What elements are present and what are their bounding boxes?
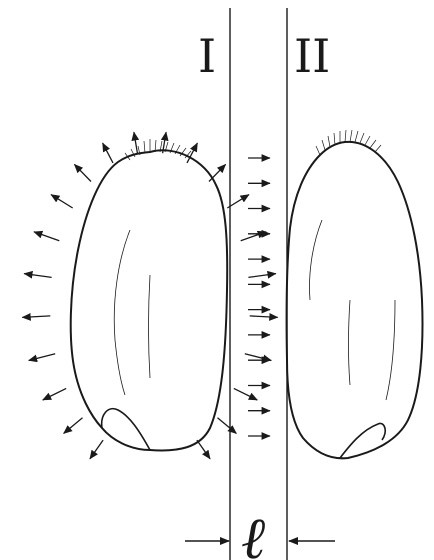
label-left-grain: I [198, 29, 216, 83]
right-grain-inner-line-2 [349, 300, 351, 385]
radiating-arrow-icon [197, 440, 210, 459]
radiating-arrow-icon [29, 354, 56, 361]
right-grain-inner-line-1 [310, 220, 323, 300]
radiating-arrow-icon [64, 418, 83, 434]
radiating-arrow-icon [103, 143, 113, 163]
radiating-arrow-icon [24, 274, 51, 278]
radiating-arrow-icon [218, 418, 237, 434]
left-grain-embryo [102, 409, 150, 450]
gap-arrows [248, 158, 270, 436]
radiating-arrow-icon [245, 354, 271, 361]
radiating-arrow-icon [34, 232, 59, 241]
radiating-arrow-icon [209, 164, 226, 181]
gap-label: ℓ [241, 504, 265, 560]
radiating-arrow-icon [250, 316, 278, 318]
radiating-arrow-icon [51, 195, 73, 208]
radiating-arrow-icon [234, 388, 257, 400]
radiating-arrow-icon [241, 232, 266, 241]
label-right-grain: II [294, 29, 330, 83]
radiating-arrow-icon [90, 440, 103, 459]
right-grain [287, 130, 423, 458]
left-grain-inner-line-1 [114, 230, 130, 395]
radiating-arrows [22, 132, 277, 459]
radiating-arrow-icon [43, 388, 66, 400]
right-grain-embryo [340, 423, 385, 458]
radiating-arrow-icon [134, 132, 138, 153]
left-grain-inner-line-2 [149, 275, 151, 378]
right-grain-outline [287, 142, 423, 458]
right-grain-inner-line-3 [386, 300, 395, 400]
radiating-arrow-icon [248, 274, 276, 278]
left-grain [71, 139, 228, 450]
radiating-arrow-icon [22, 316, 50, 318]
radiating-arrow-icon [74, 164, 91, 181]
